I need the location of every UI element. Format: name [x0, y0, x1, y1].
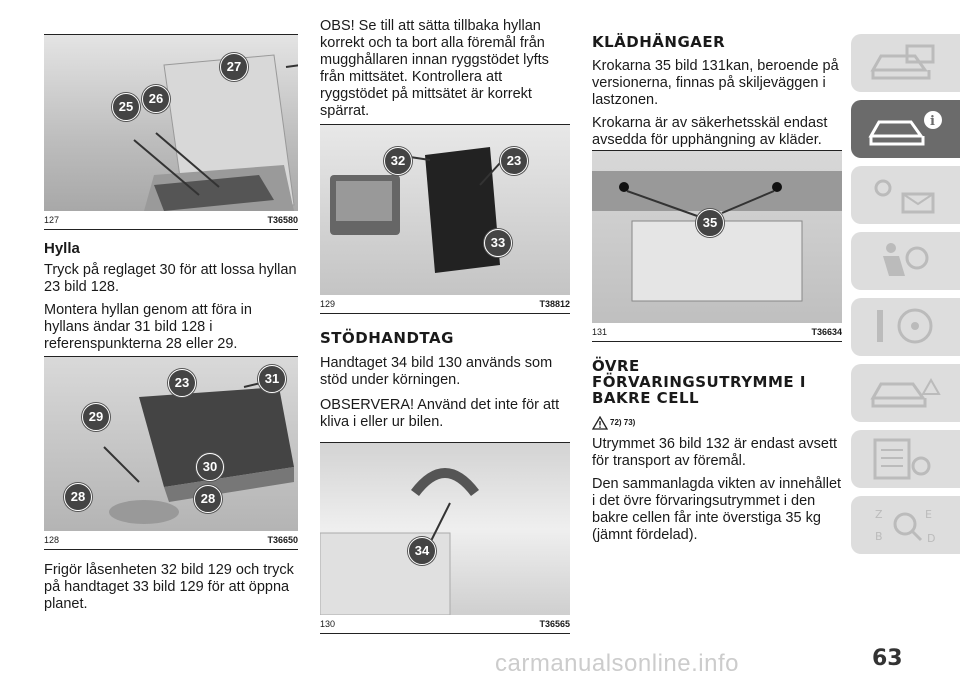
- column-2-text-middle: STÖDHANDTAG Handtaget 34 bild 130 använd…: [320, 330, 570, 431]
- callout-31: 31: [258, 365, 286, 393]
- column-1-text-bottom: Frigör låsenheten 32 bild 129 och tryck …: [44, 562, 298, 613]
- figure-code: T36650: [267, 535, 298, 545]
- page-number: 63: [872, 646, 903, 671]
- callout-26: 26: [142, 85, 170, 113]
- tab-lights-messages[interactable]: [851, 166, 960, 224]
- figure-code: T38812: [539, 299, 570, 309]
- specs-list-icon: [873, 438, 931, 480]
- index-search-icon: Z E B D: [875, 508, 935, 545]
- callout-34: 34: [408, 537, 436, 565]
- seat-illustration: [133, 54, 298, 211]
- chapter-sidebar: i Z E B D: [851, 34, 960, 634]
- figure-130-image: 34: [320, 443, 570, 615]
- tab-wrench-steering[interactable]: [851, 298, 960, 356]
- figure-number: 127: [44, 215, 60, 225]
- car-dashboard-icon: [870, 44, 935, 80]
- svg-text:i: i: [930, 114, 935, 129]
- figure-number: 130: [320, 619, 336, 629]
- lights-messages-icon: [874, 179, 935, 214]
- tab-car-info[interactable]: i: [851, 100, 960, 158]
- figure-131: 35 131 T36634: [592, 150, 842, 342]
- figure-130-caption: 130 T36565: [320, 616, 570, 633]
- callout-35: 35: [696, 209, 724, 237]
- warning-triangle-icon: [592, 416, 608, 430]
- figure-number: 128: [44, 535, 60, 545]
- paragraph: Den sammanlagda vikten av innehållet i d…: [592, 476, 842, 543]
- callout-23: 23: [168, 369, 196, 397]
- callout-23: 23: [500, 147, 528, 175]
- airbag-seat-icon: [883, 243, 929, 276]
- tab-car-breakdown[interactable]: [851, 364, 960, 422]
- warning-refs: 72) 73): [610, 418, 636, 427]
- car-breakdown-icon: [870, 377, 941, 408]
- figure-128-caption: 128 T36650: [44, 532, 298, 549]
- paragraph: Utrymmet 36 bild 132 är endast avsett fö…: [592, 436, 838, 469]
- wrench-steering-icon: [877, 308, 933, 344]
- paragraph: Krokarna är av säkerhetsskäl endast avse…: [592, 115, 828, 148]
- section-heading-stodhandtag: STÖDHANDTAG: [320, 329, 454, 347]
- svg-text:D: D: [927, 532, 935, 545]
- figure-131-image: 35: [592, 151, 842, 323]
- callout-33: 33: [484, 229, 512, 257]
- paragraph: Krokarna 35 bild 131kan, beroende på ver…: [592, 58, 839, 108]
- paragraph: Frigör låsenheten 32 bild 129 och tryck …: [44, 562, 294, 612]
- column-3-text-bottom: ÖVRE FÖRVARINGSUTRYMME I BAKRE CELL 72) …: [592, 358, 842, 544]
- tab-index-search[interactable]: Z E B D: [851, 496, 960, 554]
- figure-127-caption: 127 T36580: [44, 212, 298, 229]
- tab-specs-list[interactable]: [851, 430, 960, 488]
- figure-number: 131: [592, 327, 608, 337]
- warning-reference: 72) 73): [592, 416, 842, 432]
- callout-29: 29: [82, 403, 110, 431]
- hooks-illustration: [592, 171, 842, 302]
- car-info-icon: i: [868, 111, 942, 146]
- section-heading-bakre-cell: BAKRE CELL: [592, 389, 700, 407]
- paragraph: Montera hyllan genom att föra in hyllans…: [44, 302, 252, 352]
- figure-128: 23 31 29 30 28 28 128 T36650: [44, 356, 298, 550]
- callout-27: 27: [220, 53, 248, 81]
- figure-131-caption: 131 T36634: [592, 324, 842, 341]
- callout-25: 25: [112, 93, 140, 121]
- figure-number: 129: [320, 299, 336, 309]
- figure-130: 34 130 T36565: [320, 442, 570, 634]
- figure-127-image: 25 26 27: [44, 35, 298, 211]
- callout-28: 28: [64, 483, 92, 511]
- section-heading-hylla: Hylla: [44, 240, 80, 257]
- section-heading-ovre: ÖVRE: [592, 357, 640, 375]
- figure-127: 25 26 27 127 T36580: [44, 34, 298, 230]
- column-2-text-top: OBS! Se till att sätta tillbaka hyllan k…: [320, 18, 570, 120]
- tray-illustration: [330, 147, 501, 273]
- handle-illustration: [320, 468, 479, 615]
- column-1-text-top: Hylla Tryck på reglaget 30 för att lossa…: [44, 240, 298, 353]
- tab-airbag-seat[interactable]: [851, 232, 960, 290]
- figure-129-image: 32 23 33: [320, 125, 570, 295]
- watermark: carmanualsonline.info: [495, 650, 739, 677]
- paragraph: Tryck på reglaget 30 för att lossa hylla…: [44, 262, 297, 295]
- figure-128-image: 23 31 29 30 28 28: [44, 357, 298, 531]
- callout-32: 32: [384, 147, 412, 175]
- svg-text:B: B: [875, 530, 883, 543]
- figure-code: T36565: [539, 619, 570, 629]
- paragraph: OBS! Se till att sätta tillbaka hyllan k…: [320, 18, 549, 119]
- svg-text:E: E: [925, 508, 932, 521]
- callout-30: 30: [196, 453, 224, 481]
- column-3-text-top: KLÄDHÄNGAER Krokarna 35 bild 131kan, ber…: [592, 34, 842, 149]
- figure-129: 32 23 33 129 T38812: [320, 124, 570, 314]
- paragraph: Handtaget 34 bild 130 används som stöd u…: [320, 355, 553, 388]
- callout-28: 28: [194, 485, 222, 513]
- figure-code: T36580: [267, 215, 298, 225]
- section-heading-forvaringsutrymme: FÖRVARINGSUTRYMME I: [592, 373, 806, 391]
- paragraph: OBSERVERA! Använd det inte för att kliva…: [320, 397, 560, 430]
- tab-dashboard[interactable]: [851, 34, 960, 92]
- figure-code: T36634: [811, 327, 842, 337]
- svg-text:Z: Z: [875, 508, 883, 521]
- section-heading-kladhangaer: KLÄDHÄNGAER: [592, 33, 726, 51]
- figure-129-caption: 129 T38812: [320, 296, 570, 313]
